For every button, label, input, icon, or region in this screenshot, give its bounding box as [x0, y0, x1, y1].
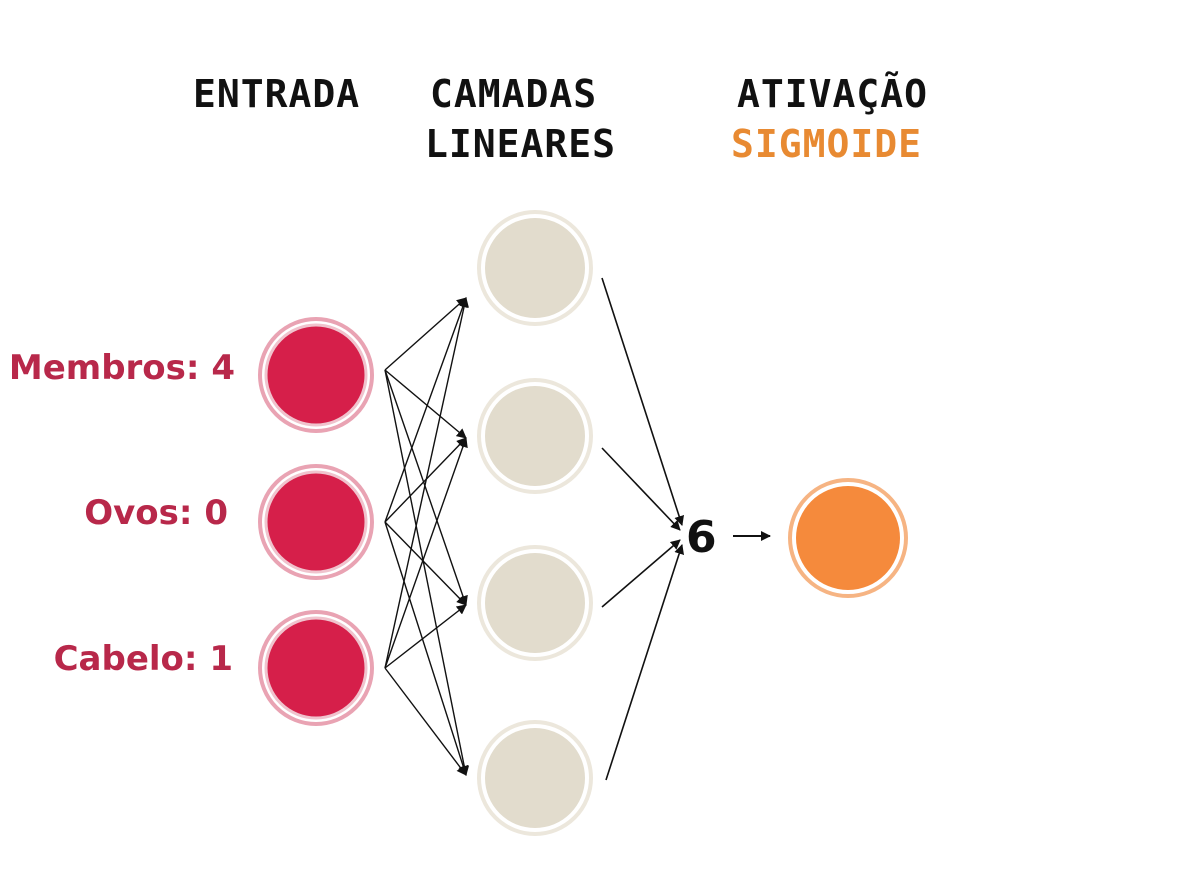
- edge-input-3-to-hidden-3: [384, 604, 467, 669]
- edge-hidden-3-to-sum: [601, 539, 681, 608]
- header-activation-line1: ATIVAÇÃO: [737, 72, 928, 116]
- input-to-hidden-connections: [384, 297, 470, 776]
- output-node-sigmoid: [788, 478, 908, 598]
- edge-input-3-to-hidden-4: [384, 667, 467, 776]
- edge-input-3-to-hidden-2: [384, 437, 468, 669]
- edge-input-1-to-hidden-2: [384, 369, 467, 439]
- hidden-node-3: [477, 545, 593, 661]
- input-label-ovos: Ovos: 0: [84, 493, 228, 533]
- edge-input-2-to-hidden-1: [384, 297, 468, 523]
- input-node-2: [258, 464, 374, 580]
- sum-value: 6: [686, 512, 717, 563]
- input-node-3: [258, 610, 374, 726]
- edge-input-2-to-hidden-4: [384, 521, 469, 776]
- header-linear-line2: LINEARES: [425, 122, 616, 166]
- edge-hidden-2-to-sum: [601, 447, 681, 531]
- hidden-node-2: [477, 378, 593, 494]
- edge-input-1-to-hidden-4: [384, 369, 470, 776]
- edge-input-1-to-hidden-3: [384, 369, 468, 606]
- input-node-1: [258, 317, 374, 433]
- edge-hidden-4-to-sum: [605, 544, 684, 781]
- hidden-to-sum-connections: [601, 277, 684, 781]
- header-input: ENTRADA: [193, 72, 360, 116]
- hidden-node-1: [477, 210, 593, 326]
- input-label-membros: Membros: 4: [9, 348, 235, 388]
- header-linear-line1: CAMADAS: [430, 72, 597, 116]
- edge-input-2-to-hidden-3: [384, 521, 467, 606]
- input-label-cabelo: Cabelo: 1: [54, 639, 233, 679]
- edge-input-1-to-hidden-1: [384, 297, 467, 371]
- hidden-node-4: [477, 720, 593, 836]
- header-activation-sigmoid: SIGMOIDE: [731, 122, 922, 166]
- edge-hidden-1-to-sum: [601, 277, 684, 526]
- edge-input-3-to-hidden-1: [384, 297, 469, 669]
